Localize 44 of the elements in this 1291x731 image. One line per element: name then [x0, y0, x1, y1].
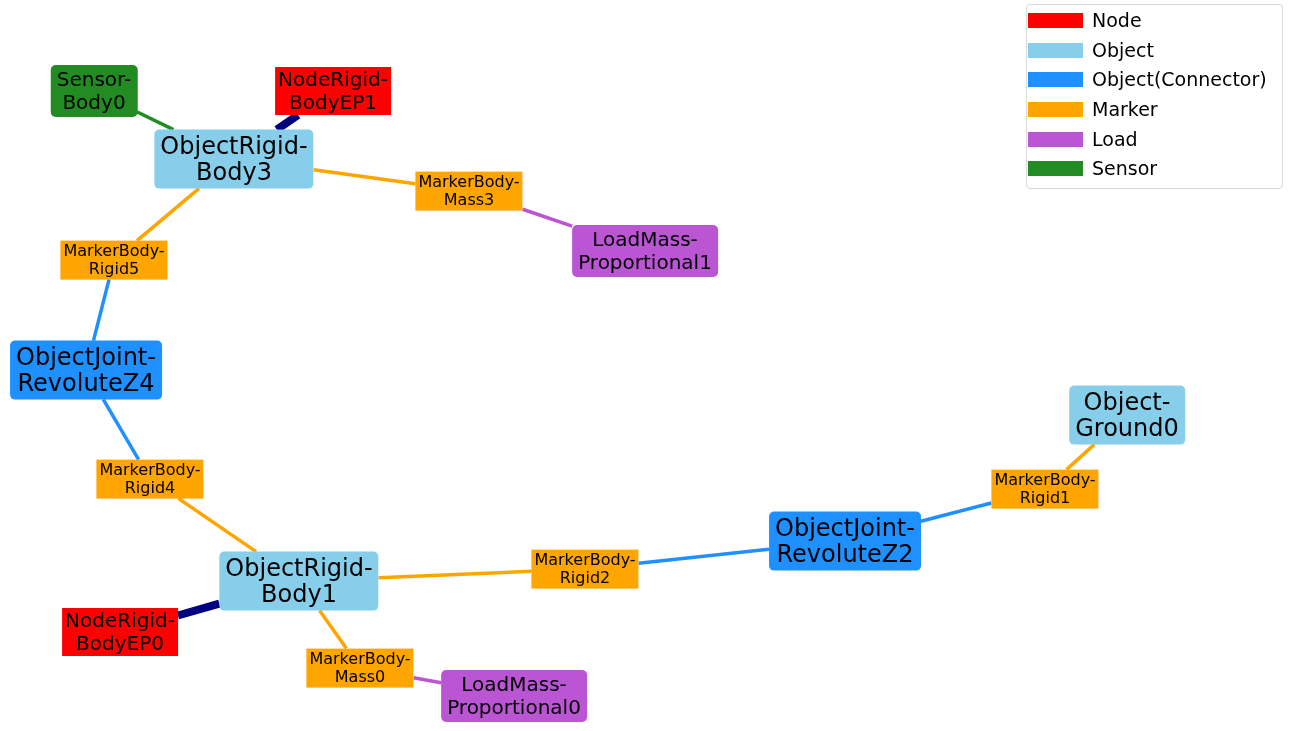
object-box — [1069, 385, 1185, 445]
node-label: Sensor- Body0 — [56, 68, 132, 114]
load-box — [441, 670, 587, 722]
legend-label: Load — [1092, 129, 1138, 149]
node-label: ObjectJoint- RevoluteZ2 — [775, 514, 915, 568]
node-label: Object- Ground0 — [1075, 388, 1179, 442]
node-label: LoadMass- Proportional1 — [578, 228, 712, 274]
connector-line — [313, 168, 416, 186]
legend-label: Object — [1092, 40, 1154, 60]
sensor-box — [50, 65, 138, 117]
node-label: MarkerBody- Mass0 — [309, 649, 411, 687]
connector-line — [1065, 443, 1096, 471]
legend-label: Node — [1092, 11, 1142, 31]
connector-line — [136, 110, 175, 132]
load-box — [572, 225, 718, 277]
connector-line — [522, 207, 573, 228]
node-label: MarkerBody- Mass3 — [418, 172, 520, 210]
connector-line — [176, 599, 221, 620]
object-box — [154, 129, 314, 189]
connector-line — [920, 501, 992, 523]
node-label: ObjectRigid- Body1 — [225, 554, 373, 608]
connector-box — [10, 340, 162, 400]
node-label: NodeRigid- BodyEP1 — [278, 68, 388, 114]
node-label: MarkerBody- Rigid5 — [63, 241, 165, 279]
legend-label: Marker — [1092, 100, 1158, 120]
connector-line — [135, 187, 201, 242]
connector-line — [413, 676, 442, 685]
node-label: NodeRigid- BodyEP0 — [65, 609, 175, 655]
connector-box — [769, 511, 921, 571]
connector-line — [91, 278, 111, 342]
object-box — [219, 551, 379, 611]
connector-line — [378, 569, 532, 580]
legend-label: Object(Connector) — [1092, 70, 1267, 90]
connector-line — [177, 496, 258, 554]
connector-line — [318, 609, 348, 650]
node-label: ObjectRigid- Body3 — [160, 132, 308, 186]
node-label: MarkerBody- Rigid4 — [99, 460, 201, 498]
node-label: MarkerBody- Rigid1 — [994, 470, 1096, 508]
connector-line — [638, 547, 770, 565]
node-label: LoadMass- Proportional0 — [447, 673, 581, 719]
node-label: ObjectJoint- RevoluteZ4 — [16, 343, 156, 397]
connector-line — [101, 398, 141, 461]
node-label: MarkerBody- Rigid2 — [534, 550, 636, 588]
legend-label: Sensor — [1092, 159, 1158, 179]
